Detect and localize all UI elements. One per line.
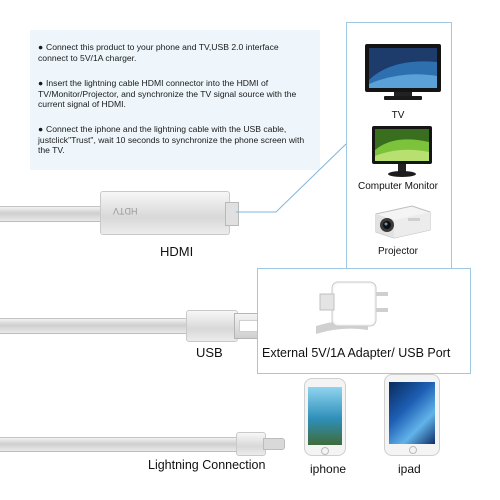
lightning-plug-tip xyxy=(263,438,285,450)
instruction-item-1: ●Connect this product to your phone and … xyxy=(38,42,279,63)
hdmi-plug-tip xyxy=(225,202,239,226)
bullet-icon: ● xyxy=(38,78,44,88)
adapter-label: External 5V/1A Adapter/ USB Port xyxy=(262,346,451,360)
usb-power-adapter-icon xyxy=(312,270,412,338)
usb-connector xyxy=(186,310,238,342)
tv-icon xyxy=(362,40,444,104)
hdmi-cable xyxy=(0,206,110,222)
home-button-icon xyxy=(409,446,417,454)
iphone-icon xyxy=(304,378,346,456)
projector-icon xyxy=(372,200,434,242)
usb-port-icon xyxy=(239,320,259,332)
monitor-icon xyxy=(370,124,434,178)
lightning-connector xyxy=(236,432,266,456)
hdmi-connector: HDTV xyxy=(100,191,230,235)
hdmi-connector-text: HDTV xyxy=(113,206,138,216)
usb-cable xyxy=(0,318,190,334)
hdmi-label: HDMI xyxy=(160,244,194,259)
bullet-icon: ● xyxy=(38,42,44,52)
instructions-panel: ●Connect this product to your phone and … xyxy=(30,30,320,170)
bullet-icon: ● xyxy=(38,124,44,134)
ipad-label: ipad xyxy=(398,462,421,476)
home-button-icon xyxy=(321,447,329,455)
hdmi-to-devices-line xyxy=(236,143,347,213)
iphone-label: iphone xyxy=(310,462,347,476)
instruction-item-2: ●Insert the lightning cable HDMI connect… xyxy=(38,78,297,110)
instruction-item-3: ●Connect the iphone and the lightning ca… xyxy=(38,124,305,156)
ipad-icon xyxy=(384,374,440,456)
lightning-label: Lightning Connection xyxy=(148,458,266,472)
usb-label: USB xyxy=(196,345,223,360)
iphone-screen xyxy=(308,387,342,445)
device-label-tv: TV xyxy=(391,110,405,121)
device-label-monitor: Computer Monitor xyxy=(357,181,439,192)
device-label-projector: Projector xyxy=(377,246,418,257)
lightning-cable xyxy=(0,437,240,452)
ipad-screen xyxy=(389,382,435,444)
